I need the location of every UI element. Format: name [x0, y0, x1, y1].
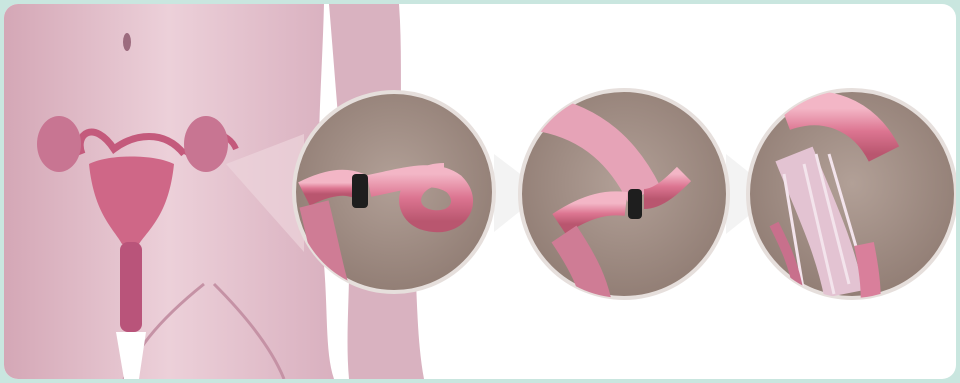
- tube-clip: [352, 174, 368, 208]
- stage-3-circle: [748, 90, 956, 314]
- illustration-frame: [4, 4, 956, 379]
- tubal-ligation-illustration: [4, 4, 956, 379]
- stage-2-circle: [520, 90, 728, 314]
- navel: [123, 33, 131, 51]
- tube-clip: [628, 189, 642, 219]
